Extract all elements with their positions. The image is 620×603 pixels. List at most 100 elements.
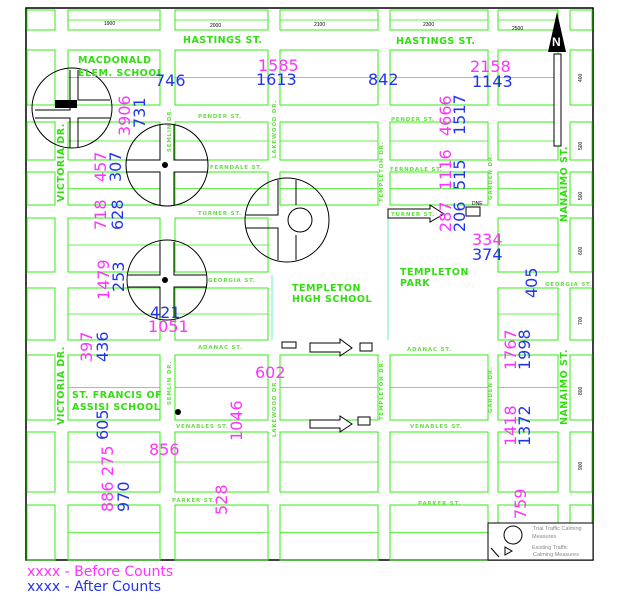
- dne-sign: [359, 342, 373, 352]
- street-label-nanaimo: NANAIMO ST.: [559, 349, 570, 425]
- city-block: [569, 171, 593, 206]
- after-count: 1613: [256, 70, 297, 89]
- after-count: 628: [108, 199, 127, 230]
- templeton-high-label: TEMPLETON: [292, 283, 361, 294]
- before-count: 718: [91, 199, 110, 230]
- intersection-detail: [35, 70, 110, 148]
- st-francis-school-label: ST. FRANCIS OF: [72, 390, 162, 401]
- street-label-victoria: VICTORIA DR.: [56, 123, 67, 202]
- city-block: [26, 49, 56, 106]
- before-count: 1418: [501, 405, 520, 446]
- city-block: [569, 9, 593, 31]
- city-block: [26, 504, 56, 561]
- after-count: 206: [450, 201, 469, 232]
- city-block: [26, 217, 56, 273]
- hatched-closure: [553, 53, 562, 147]
- intersection-detail: [246, 180, 297, 260]
- after-count: 405: [522, 267, 541, 298]
- templeton-park-label: PARK: [400, 278, 430, 289]
- before-count: 759: [511, 488, 530, 519]
- dne-label: DNE: [472, 201, 483, 207]
- before-count: 1046: [227, 400, 246, 441]
- block-number: 700: [578, 316, 584, 325]
- intersection-dot: [162, 162, 168, 168]
- before-count: 287: [436, 201, 455, 232]
- street-label-georgia: GEORGIA ST.: [208, 278, 256, 284]
- north-label: N: [552, 35, 561, 49]
- block-number: 2500: [512, 26, 523, 32]
- trial-calming-circle: [244, 177, 330, 263]
- after-count: 1998: [515, 329, 534, 370]
- street-label-nanaimo: NANAIMO ST.: [559, 146, 570, 222]
- street-label-hastings: HASTINGS ST.: [183, 35, 263, 46]
- one-way-arrow: [309, 415, 353, 433]
- templeton-high-label: HIGH SCHOOL: [292, 294, 372, 305]
- dne-sign: [357, 416, 371, 426]
- after-count: 515: [450, 159, 469, 190]
- block-number: 400: [578, 73, 584, 82]
- city-block: [26, 354, 56, 421]
- after-count: 842: [368, 70, 399, 89]
- after-count: 970: [114, 481, 133, 512]
- block-number: 900: [578, 461, 584, 470]
- block-number: 1900: [104, 21, 115, 27]
- intersection-dot: [175, 409, 181, 415]
- street-label-ferndale: FERNDALE ST.: [210, 165, 263, 171]
- traffic-circle: [287, 207, 313, 233]
- before-count: 1479: [94, 259, 113, 300]
- after-count: 1372: [515, 405, 534, 446]
- before-count: 4666: [436, 95, 455, 136]
- street-label-turner: TURNER ST.: [391, 212, 435, 218]
- street-label-lakewood: LAKEWOOD DR.: [272, 100, 278, 158]
- city-block: [569, 354, 593, 421]
- street-label-venables: VENABLES ST.: [410, 424, 463, 430]
- street-label-pender: PENDER ST.: [198, 114, 242, 120]
- trial-calming-circle: [126, 239, 208, 321]
- before-count: 275: [98, 445, 117, 476]
- city-block: [569, 431, 593, 493]
- street-label-semlin: SEMLIN DR.: [167, 361, 173, 405]
- before-count: 397: [77, 331, 96, 362]
- street-label-templeton: TEMPLETON DR.: [379, 359, 385, 420]
- block-number: 2000: [210, 23, 221, 29]
- city-block: [569, 49, 593, 106]
- before-count: 1051: [148, 317, 189, 336]
- macdonald-school-label: ELEM. SCHOOL: [78, 68, 163, 79]
- street-label-pender: PENDER ST.: [391, 117, 435, 123]
- legend-trial-label: Measures: [532, 534, 556, 540]
- street-label-adanac: ADANAC ST.: [407, 347, 452, 353]
- before-count: 1116: [436, 149, 455, 190]
- street-label-victoria: VICTORIA DR.: [56, 346, 67, 425]
- block-number: 2100: [314, 22, 325, 28]
- after-count: 1517: [450, 94, 469, 135]
- intersection-dot: [162, 277, 168, 283]
- street-label-lakewood: LAKEWOOD DR.: [272, 379, 278, 437]
- intersection-detail: [128, 242, 206, 318]
- intersection-detail: [126, 125, 208, 205]
- block-number: 600: [578, 246, 584, 255]
- city-block: [569, 217, 593, 273]
- block-number: 500: [578, 191, 584, 200]
- templeton-park-label: TEMPLETON: [400, 267, 469, 278]
- after-count: 436: [93, 331, 112, 362]
- macdonald-school-label: MACDONALD: [78, 55, 151, 66]
- before-count: 1767: [501, 329, 520, 370]
- before-counts-legend: xxxx - Before Counts: [27, 564, 173, 580]
- st-francis-school-label: ASSISI SCHOOL: [72, 402, 160, 413]
- before-count: 457: [91, 151, 110, 182]
- map-legend: Trial Traffic Calming Measures Existing …: [487, 522, 594, 561]
- diverter: [55, 100, 77, 108]
- city-block: [26, 121, 56, 161]
- after-count: 1143: [472, 72, 513, 91]
- street-label-turner: TURNER ST.: [198, 211, 242, 217]
- street-label-templeton: TEMPLETON DR.: [379, 141, 385, 202]
- street-label-garden: GARDEN DR.: [488, 366, 494, 413]
- block-number: 500: [578, 141, 584, 150]
- city-block: [26, 287, 56, 341]
- after-count: 253: [109, 261, 128, 292]
- after-count: 731: [130, 97, 149, 128]
- after-count: 374: [472, 245, 503, 264]
- street-label-ferndale: FERNDALE ST.: [390, 167, 443, 173]
- before-count: 886: [98, 481, 117, 512]
